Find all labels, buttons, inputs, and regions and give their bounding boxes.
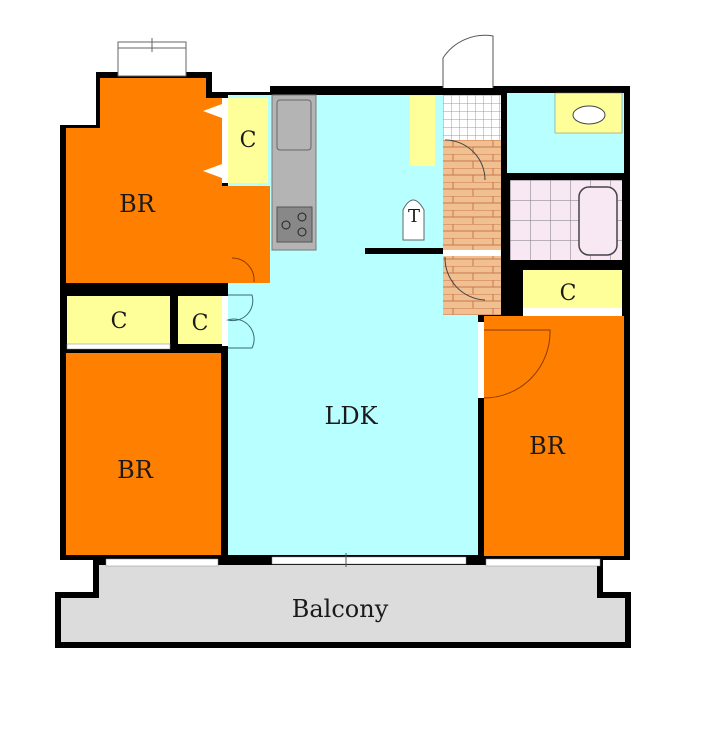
stove-icon [276, 206, 313, 243]
closet-northwest[interactable]: C [203, 98, 268, 183]
windows-south [105, 553, 601, 567]
toilet-icon [402, 199, 425, 241]
balcony-label: Balcony [292, 595, 389, 623]
entrance-hall [442, 34, 501, 315]
closet-hall[interactable] [410, 96, 435, 166]
door-swing-icon [226, 294, 255, 349]
door-swing-icon [231, 257, 255, 283]
balcony: Balcony [55, 559, 631, 648]
closet-label: C [560, 281, 577, 306]
toilet-label: T [408, 206, 420, 227]
closet-west-large[interactable]: C [66, 296, 171, 350]
closet-label: C [240, 128, 257, 153]
sink-icon [276, 99, 312, 151]
ldk-label: LDK [324, 402, 378, 430]
closet-west-small[interactable]: C [178, 294, 255, 349]
closet-door-icon [203, 164, 222, 178]
closet-door-icon [203, 104, 222, 118]
bedroom-southwest: BR [66, 353, 221, 555]
kitchen-counter [271, 94, 317, 251]
bedroom-east: BR [478, 316, 624, 556]
door-swing-icon [483, 329, 551, 399]
ldk-room: LDK [228, 95, 478, 555]
bedroom-label: BR [117, 456, 154, 484]
bedroom-northwest: BR [66, 78, 270, 283]
wall [365, 248, 445, 254]
closet-label: C [192, 311, 209, 336]
washroom [507, 92, 624, 173]
bathroom [510, 180, 622, 260]
toilet-room: T [393, 175, 438, 247]
bedroom-label: BR [119, 190, 156, 218]
washbasin-icon [572, 105, 606, 125]
window-north [117, 38, 187, 77]
entrance-door-icon[interactable] [442, 34, 494, 88]
closet-label: C [111, 309, 128, 334]
bedroom-label: BR [529, 432, 566, 460]
bathtub-icon [578, 186, 618, 256]
